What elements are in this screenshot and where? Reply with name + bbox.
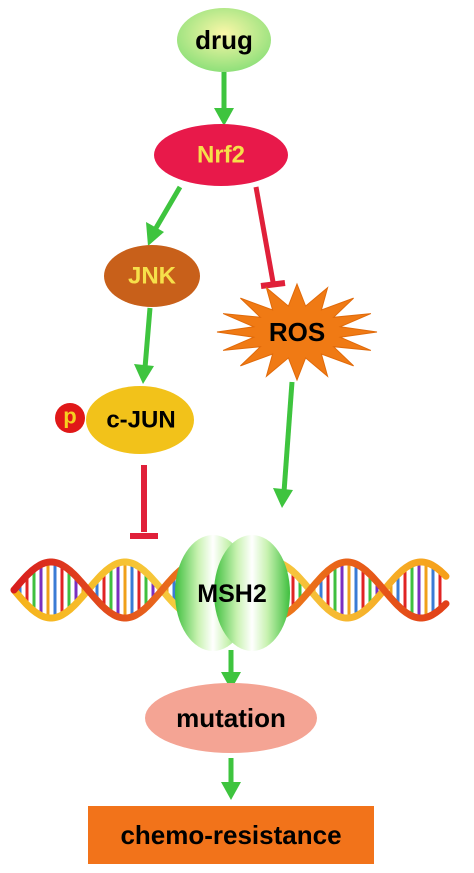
edge-mutation-chemo (221, 758, 241, 800)
node-jnk: JNK (104, 245, 200, 307)
edge-drug-nrf2 (214, 72, 234, 126)
edge-nrf2-ros (253, 186, 286, 289)
node-msh2-label: MSH2 (197, 580, 266, 608)
node-nrf2: Nrf2 (154, 124, 288, 186)
edge-ros-msh2 (273, 381, 295, 508)
node-ros: ROS (216, 282, 378, 382)
node-msh2: MSH2 (175, 535, 290, 651)
phospho-label: p (63, 404, 76, 429)
edge-nrf2-jnk (146, 185, 183, 246)
node-cjun: c-JUN (86, 386, 194, 454)
edge-msh2-mutation (221, 650, 241, 690)
node-cjun-label: c-JUN (106, 407, 175, 434)
node-mutation-label: mutation (176, 703, 286, 733)
node-ros-label: ROS (269, 317, 325, 347)
node-mutation: mutation (145, 683, 317, 753)
node-drug-label: drug (195, 25, 253, 55)
phospho-badge: p (55, 403, 85, 433)
node-chemo-label: chemo-resistance (120, 820, 341, 850)
edge-cjun-msh2 (130, 465, 158, 539)
node-drug: drug (177, 8, 271, 72)
edge-jnk-cjun (134, 307, 154, 384)
node-chemo-resistance: chemo-resistance (88, 806, 374, 864)
node-jnk-label: JNK (128, 263, 177, 290)
node-nrf2-label: Nrf2 (197, 142, 245, 169)
